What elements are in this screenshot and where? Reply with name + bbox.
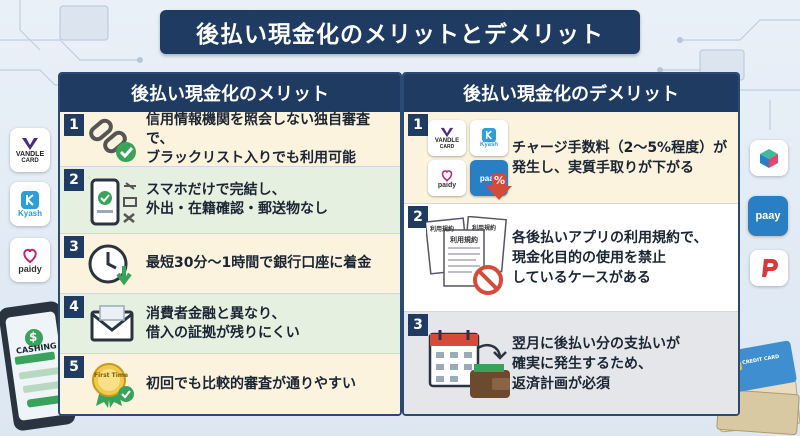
terms-label-2: 利用規約	[472, 225, 497, 232]
demerit-item-2: 2 利用規約 利用規約 利用規約 各後払いアプリの利用規約で、 現金化目的の使用…	[404, 204, 738, 312]
mini-kyash-logo: Kyash	[470, 120, 508, 156]
merit-number-5: 5	[64, 356, 84, 378]
demerits-panel: 後払い現金化のデメリット 1 VANDLE CARD Kyash paidy p…	[402, 72, 740, 416]
paay-right-text: paay	[755, 210, 781, 222]
merit-4-line1: 消費者金融と異なり、	[146, 305, 286, 322]
paypay-p-icon	[762, 259, 778, 277]
merit-number-1: 1	[64, 114, 84, 136]
merit-item-1: 1 信用情報機関を照会しない独自審査で、 ブラックリスト入りでも利用可能	[60, 112, 400, 167]
mini-paidy-p-icon	[441, 169, 453, 181]
first-time-badge-icon	[92, 363, 134, 408]
demerit-2-line2: 現金化目的の使用を禁止	[512, 249, 666, 266]
demerit-2-line1: 各後払いアプリの利用規約で、	[512, 229, 708, 246]
merit-item-4: 4 消費者金融と異なり、 借入の証拠が残りにくい	[60, 294, 400, 354]
fee-percent-sign: %	[494, 174, 506, 187]
mini-paidy-text: paidy	[437, 181, 457, 189]
clock-arrow-icon	[88, 244, 132, 286]
vandle-text: VANDLE	[15, 150, 45, 158]
first-time-badge-text: First Time	[94, 372, 129, 379]
merit-1-line1: 信用情報機関を照会しない独自審査で、	[146, 111, 370, 147]
mini-paay-text: paay	[479, 173, 499, 183]
envelope-icon	[90, 305, 134, 342]
mini-vandle-v-icon	[440, 127, 454, 137]
merit-2-line2: 外出・在籍確認・郵送物なし	[146, 201, 328, 217]
vandle-v-icon	[22, 137, 38, 150]
merit-item-2: 2 スマホだけで完結し、 外出・在籍確認・郵送物なし	[60, 167, 400, 234]
merit-4-line2: 借入の証拠が残りにくい	[146, 324, 300, 341]
merit-number-4: 4	[64, 296, 84, 318]
merit-3-line1: 最短30分〜1時間で銀行口座に着金	[146, 255, 372, 271]
merits-panel: 後払い現金化のメリット 1 信用情報機関を照会しない独自審査で、 ブラックリスト…	[58, 72, 402, 416]
kyash-k-icon	[21, 190, 39, 209]
cube-icon	[760, 149, 778, 168]
paidy-p-icon	[23, 248, 37, 264]
cashing-phone-illustration	[0, 301, 76, 431]
demerits-header: 後払い現金化のデメリット	[404, 74, 738, 112]
demerit-1-line1: チャージ手数料（2〜5%程度）が	[512, 139, 728, 156]
demerit-number-1: 1	[408, 114, 428, 136]
demerit-3-line2: 確実に発生するため、	[512, 356, 652, 372]
fee-down-arrow-icon	[486, 174, 512, 200]
terms-label-3: 利用規約	[450, 236, 478, 244]
merit-1-line2: ブラックリスト入りでも利用可能	[146, 149, 356, 166]
kyash-logo: Kyash	[10, 182, 50, 226]
demerit-number-2: 2	[408, 206, 428, 228]
demerit-item-1: 1 VANDLE CARD Kyash paidy paay %	[404, 112, 738, 204]
merit-item-3: 3 最短30分〜1時間で銀行口座に着金	[60, 234, 400, 294]
paay-logo-right: paay	[748, 196, 788, 236]
merit-5-line1: 初回でも比較的審査が通りやすい	[146, 375, 356, 392]
demerit-1-line2: 発生し、実質手取りが下がる	[512, 159, 694, 176]
terms-label-1: 利用規約	[430, 226, 455, 233]
vandle-card-logo: VANDLE CARD	[10, 128, 50, 172]
mini-vandle-text: VANDLE	[434, 137, 460, 144]
mini-kyash-k-icon	[482, 128, 496, 142]
smartphone-checklist-icon	[90, 178, 137, 226]
chain-link-check-icon	[89, 118, 136, 162]
mini-vandle-logo: VANDLE CARD	[428, 120, 466, 156]
merits-header: 後払い現金化のメリット	[60, 74, 400, 112]
paidy-text: paidy	[18, 264, 42, 274]
paidy-logo: paidy	[10, 238, 50, 282]
merit-number-3: 3	[64, 236, 84, 258]
demerit-2-line3: しているケースがある	[512, 269, 651, 286]
merit-2-line1: スマホだけで完結し、	[146, 182, 286, 198]
cube-app-logo	[750, 140, 788, 176]
payment-apps-fee-icon: VANDLE CARD Kyash paidy paay %	[428, 120, 512, 200]
paypay-logo	[750, 250, 788, 286]
calendar-wallet-icon	[428, 330, 510, 398]
mini-vandle-card-text: CARD	[439, 143, 455, 150]
merit-number-2: 2	[64, 169, 84, 191]
mini-kyash-text: Kyash	[479, 142, 498, 148]
vandle-card-text: CARD	[21, 157, 39, 164]
demerit-number-3: 3	[408, 314, 428, 336]
terms-prohibited-icon: 利用規約 利用規約 利用規約	[426, 216, 512, 302]
demerit-3-line1: 翌月に後払い分の支払いが	[512, 336, 680, 352]
demerit-item-3: 3 翌月に後払い分の支払いが 確実に発生するため、 返済計画が必須	[404, 312, 738, 414]
mini-paidy-logo: paidy	[428, 160, 466, 196]
phone-dollar-sign: $	[29, 330, 38, 344]
demerit-3-line3: 返済計画が必須	[512, 376, 610, 392]
terms-documents-icon	[426, 216, 508, 295]
merit-item-5: 5 First Time 初回でも比較的審査が通りやすい	[60, 354, 400, 414]
kyash-text: Kyash	[17, 208, 42, 218]
page-title: 後払い現金化のメリットとデメリット	[160, 10, 640, 54]
